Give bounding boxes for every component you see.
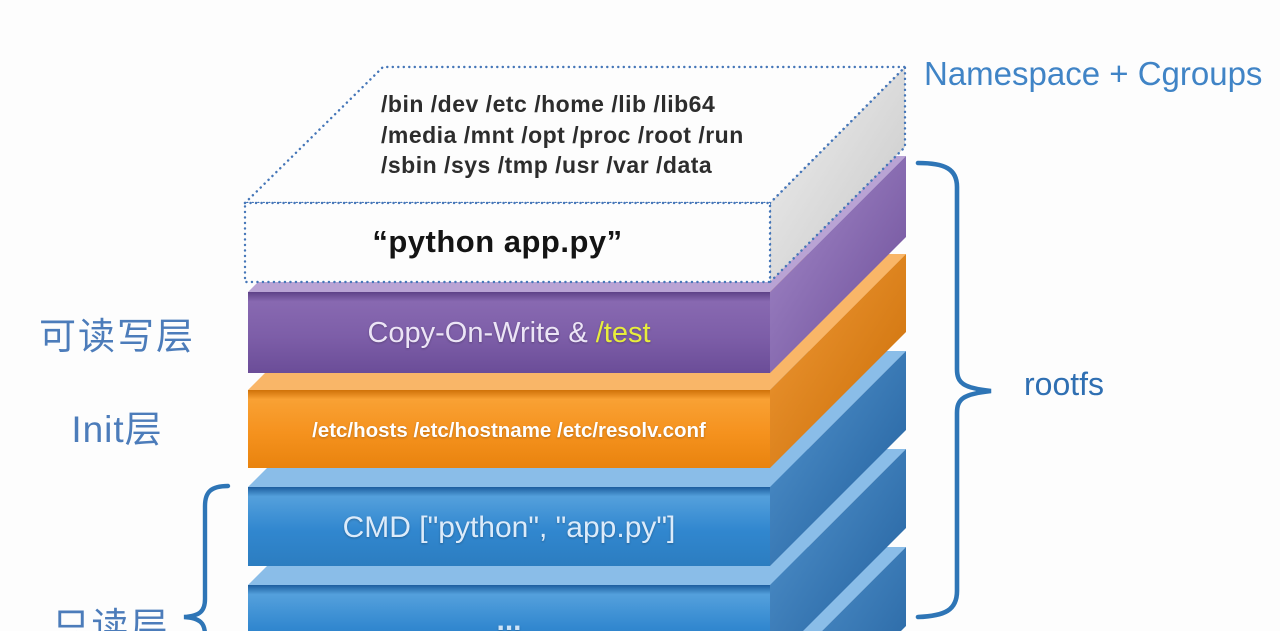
init-layer-text: /etc/hosts /etc/hostname /etc/resolv.con… <box>312 419 706 442</box>
readonly-bracket <box>183 483 231 631</box>
namespace-container-box <box>242 64 908 285</box>
cow-layer-test-path: /test <box>595 317 651 349</box>
rootfs-label: rootfs <box>1024 366 1105 402</box>
init-layer-annotation: Init层 <box>71 409 163 450</box>
rootfs-brace <box>915 160 992 620</box>
cow-layer-text: Copy-On-Write & /test <box>248 317 770 350</box>
container-command-text: “python app.py” <box>372 224 623 259</box>
fs-paths-line3: /sbin /sys /tmp /usr /var /data <box>381 152 713 178</box>
namespace-cgroups-label: Namespace + Cgroups <box>924 55 1263 92</box>
base-layer-ellipsis: ... <box>496 604 522 631</box>
fs-paths-line2: /media /mnt /opt /proc /root /run <box>381 121 744 148</box>
writable-layer-label: 可读写层 <box>39 316 195 357</box>
readonly-layer-label: 只读层 <box>52 606 170 631</box>
cow-layer-label: Copy-On-Write & <box>367 317 596 349</box>
fs-paths-text: /bin /dev /etc /home /lib /lib64 /media … <box>381 89 781 181</box>
cmd-layer-text: CMD ["python", "app.py"] <box>342 511 676 544</box>
fs-paths-line1: /bin /dev /etc /home /lib /lib64 <box>381 91 716 117</box>
